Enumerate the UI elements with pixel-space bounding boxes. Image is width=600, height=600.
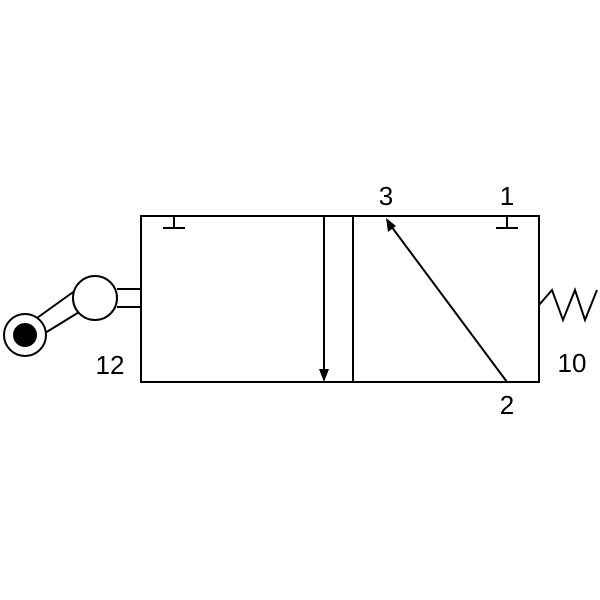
roller-lever-icon bbox=[3, 275, 141, 357]
pivot-inner bbox=[13, 323, 37, 347]
left-envelope bbox=[140, 215, 354, 383]
left-envelope-paths bbox=[163, 216, 329, 382]
port-label-12: 12 bbox=[96, 350, 125, 380]
flow-arrow-icon bbox=[386, 218, 508, 383]
port-label-10: 10 bbox=[558, 348, 587, 378]
port-label-1: 1 bbox=[500, 181, 514, 211]
right-envelope bbox=[352, 215, 540, 383]
right-envelope-paths bbox=[386, 216, 518, 383]
port-label-3: 3 bbox=[379, 181, 393, 211]
blocked-port-icon bbox=[496, 216, 518, 229]
roller-circle bbox=[72, 275, 118, 321]
flow-arrow-icon bbox=[319, 216, 329, 382]
valve-body bbox=[140, 215, 540, 383]
spring-return-icon bbox=[538, 287, 598, 323]
blocked-port-icon bbox=[163, 216, 185, 229]
port-label-2: 2 bbox=[500, 390, 514, 420]
